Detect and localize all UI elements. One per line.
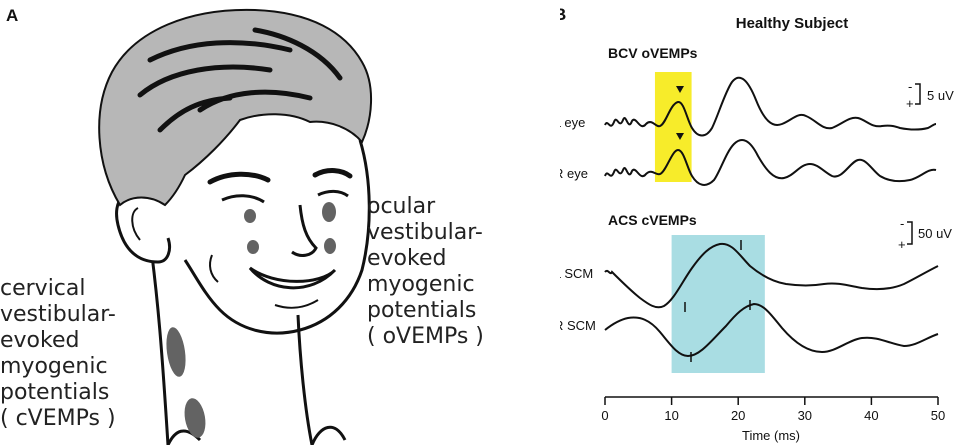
ocular-caption-line: ocular [367,194,436,219]
eye-right [317,189,349,198]
scale-bar-label: 5 uV [927,88,954,103]
panel-b-letter: B [560,5,566,24]
x-axis-label: Time (ms) [742,428,800,443]
cvemp-electrode-upper [166,327,186,377]
ocular-caption-line: vestibular- [367,220,483,245]
cervical-caption-line: potentials [0,380,110,405]
waveform-r-scm [604,302,939,358]
scale-bar-label: 50 uV [918,226,952,241]
waveform-l-eye [604,76,937,137]
waveform-r-eye [604,139,937,186]
x-axis-tick-label: 20 [731,408,745,423]
trace-label-r-eye: R eye [560,166,588,181]
ear-inner [131,207,141,241]
scale-bar-minus: - [900,216,904,231]
hair-strands [137,27,343,133]
trace-label-l-eye: L eye [560,115,585,130]
hair [98,8,372,207]
ovemp-electrode-right-lower [324,238,336,254]
ocular-caption-line: potentials [367,298,477,323]
cervical-caption-line: cervical [0,276,86,301]
panel-a-letter: A [6,6,19,25]
waveform-l-scm [604,242,939,309]
x-axis-tick-label: 50 [931,408,945,423]
panel-a: A cervical vest [0,6,484,445]
trace-label-r-scm: R SCM [560,318,596,333]
eye-left [221,194,265,204]
ocular-caption-line: myogenic [367,272,475,297]
panel-b: B Healthy Subject BCV oVEMPs ACS cVEMPs … [560,0,968,445]
scale-bar-plus: + [906,96,914,111]
scale-bar-minus: - [908,79,912,94]
bcv-section-label: BCV oVEMPs [608,45,698,61]
cvemp-electrode-lower [184,398,206,438]
cervical-caption: cervical vestibular- evoked myogenic pot… [0,276,116,432]
cervical-caption-line: myogenic [0,354,108,379]
ovemp-window-highlight [654,72,692,182]
ovemp-electrode-right-upper [322,202,336,222]
cervical-caption-line: ( cVEMPs ) [0,406,116,431]
x-axis-tick-label: 0 [601,408,608,423]
vemp-traces-plot: B Healthy Subject BCV oVEMPs ACS cVEMPs … [560,5,954,443]
eyebrow-left [207,171,271,185]
cheek-line [209,254,219,283]
acs-section-label: ACS cVEMPs [608,212,697,228]
x-axis-ticks: 0 10 20 30 40 50 [601,397,945,423]
mouth [248,266,337,290]
chin-line [274,299,319,309]
face-illustration [98,8,372,445]
scale-bar-plus: + [898,237,906,252]
nose [291,204,318,257]
peak-marker-r-eye [676,133,684,140]
trace-label-l-scm: L SCM [560,266,593,281]
eyebrow-right [312,168,353,179]
plot-title: Healthy Subject [736,15,849,32]
ocular-caption-line: ( oVEMPs ) [367,324,484,349]
x-axis-tick-label: 40 [864,408,878,423]
cervical-caption-line: evoked [0,328,80,353]
scale-bar-50uv: - + 50 uV [898,216,952,252]
scale-bar-5uv: - + 5 uV [906,79,954,111]
ocular-caption-line: evoked [367,246,447,271]
ovemp-electrode-left-upper [244,209,256,223]
cervical-caption-line: vestibular- [0,302,116,327]
latency-ticks [684,240,751,362]
x-axis-tick-label: 10 [664,408,678,423]
peak-marker-l-eye [676,86,684,93]
x-axis-tick-label: 30 [798,408,812,423]
ovemp-electrode-left-lower [247,240,259,254]
ocular-caption: ocular vestibular- evoked myogenic poten… [367,194,484,350]
